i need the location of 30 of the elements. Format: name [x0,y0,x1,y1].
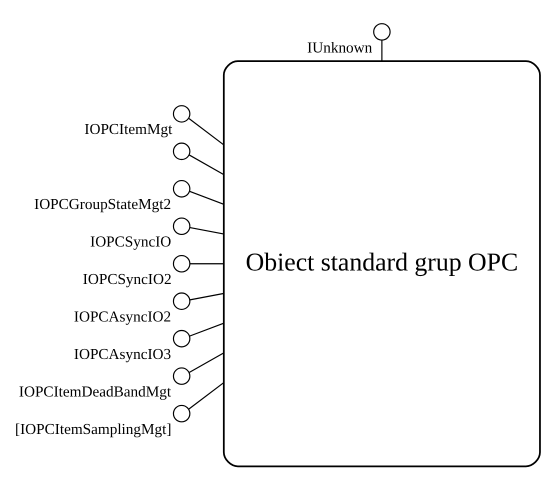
node-circle [172,292,190,310]
node-label: IOPCSyncIO [90,233,172,250]
node-label: IOPCSyncIO2 [82,270,172,288]
node-circle [172,180,190,198]
node-label: IOPCAsyncIO2 [74,308,172,326]
connector [188,118,224,145]
connector [190,262,224,264]
node-circle [172,142,190,160]
node-circle [172,329,190,347]
connector [190,292,224,300]
node-circle [373,22,391,40]
connector [381,40,382,60]
node-label: IOPCItemDeadBandMgt [18,383,172,400]
node-label: IOPCItemMgt [84,120,172,138]
node-label: [IOPCItemSamplingMgt] [15,420,172,438]
node-label: IOPCAsyncIO3 [74,346,172,363]
node-circle [172,254,190,272]
node-circle [172,366,190,384]
connector [190,226,224,234]
node-box: Obiect standard grup OPC [222,60,541,467]
node-label: IOPCGroupStateMgt2 [34,196,172,213]
connector [188,382,224,409]
connector [189,352,224,372]
node-circle [172,404,190,422]
connector [189,154,224,174]
node-circle [172,216,190,235]
connector [190,190,224,204]
connector [190,322,224,336]
node-circle [172,104,190,122]
node-label: IUnknown [307,38,372,56]
